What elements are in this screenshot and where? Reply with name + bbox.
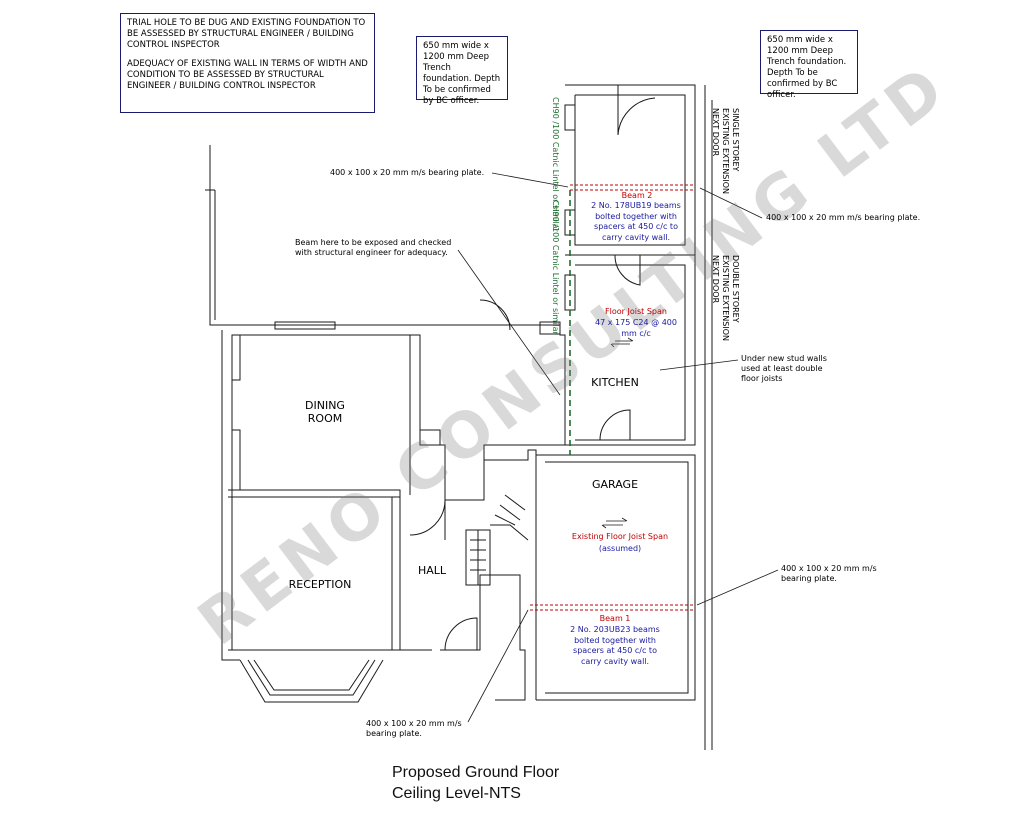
door-swing-1 xyxy=(617,85,656,136)
door-swing-3 xyxy=(599,409,631,441)
room-hall: HALL xyxy=(417,564,447,577)
house-inner-wall xyxy=(221,330,241,661)
caption-line-1: Proposed Ground Floor xyxy=(392,764,560,781)
bearing-plate-label-bottom: 400 x 100 x 20 mm m/s bearing plate. xyxy=(366,719,462,738)
stud-walls-label: Under new stud walls used at least doubl… xyxy=(741,354,827,383)
neighbour-line xyxy=(704,85,713,750)
trench-note-right: 650 mm wide x 1200 mm Deep Trench founda… xyxy=(760,30,858,100)
extension-windows xyxy=(564,104,576,311)
lintel-label-1: CH90 /100 Catnic Lintel or similar xyxy=(550,97,560,232)
caption-line-2: Ceiling Level-NTS xyxy=(392,785,521,802)
room-garage: GARAGE xyxy=(591,478,639,491)
window-garage-top xyxy=(539,321,561,335)
single-storey-label: SINGLE STOREY EXISTING EXTENSION NEXT DO… xyxy=(710,108,740,198)
wall-adequacy-text: ADEQUACY OF EXISTING WALL IN TERMS OF WI… xyxy=(127,59,368,91)
existing-joist-arrow xyxy=(601,517,628,529)
lintel-label-2-text: CH90 /100 Catnic Lintel or similar xyxy=(551,200,560,335)
trial-hole-note: TRIAL HOLE TO BE DUG AND EXISTING FOUNDA… xyxy=(120,13,375,113)
hall-top-walls xyxy=(444,449,537,700)
room-reception: RECEPTION xyxy=(288,578,352,591)
bearing-plate-label-top: 400 x 100 x 20 mm m/s bearing plate. xyxy=(330,168,485,177)
leader-bearing-bottom xyxy=(467,609,529,723)
beam-1-line xyxy=(530,604,695,611)
single-storey-text: SINGLE STOREY EXISTING EXTENSION NEXT DO… xyxy=(711,108,740,194)
beam-2-text: 2 No. 178UB19 beams bolted together with… xyxy=(591,201,681,242)
drawing-caption: Proposed Ground Floor Ceiling Level-NTS xyxy=(392,762,559,804)
leader-bearing-top xyxy=(491,172,569,188)
stairs xyxy=(465,494,529,586)
dining-reception-wall xyxy=(228,489,401,498)
beam-2-title: Beam 2 xyxy=(621,191,653,200)
boundary-line-left xyxy=(205,145,228,326)
house-outer-wall xyxy=(228,324,566,651)
room-kitchen: KITCHEN xyxy=(591,376,639,389)
leader-bearing-garage xyxy=(696,569,779,606)
door-swing-5 xyxy=(444,617,478,651)
door-swing-4 xyxy=(409,499,446,536)
beam-1-title: Beam 1 xyxy=(599,614,631,623)
beam-1-text: 2 No. 203UB23 beams bolted together with… xyxy=(570,625,660,666)
existing-joist-text: (assumed) xyxy=(598,544,642,553)
leader-beam-exposed xyxy=(457,249,561,396)
lintel-label-2: CH90 /100 Catnic Lintel or similar xyxy=(550,200,560,335)
double-storey-text: DOUBLE STOREY EXISTING EXTENSION NEXT DO… xyxy=(711,255,740,341)
existing-joist-title: Existing Floor Joist Span xyxy=(571,532,669,541)
floor-joist-title: Floor Joist Span xyxy=(605,307,667,316)
leader-bearing-right xyxy=(699,187,763,219)
double-storey-label: DOUBLE STOREY EXISTING EXTENSION NEXT DO… xyxy=(710,255,740,345)
garage-door xyxy=(560,692,670,701)
hall-walls xyxy=(399,497,526,701)
bearing-plate-label-garage: 400 x 100 x 20 mm m/s bearing plate. xyxy=(781,564,877,583)
trial-hole-text: TRIAL HOLE TO BE DUG AND EXISTING FOUNDA… xyxy=(127,18,366,50)
door-swing-2 xyxy=(614,254,641,286)
trench-note-left: 650 mm wide x 1200 mm Deep Trench founda… xyxy=(416,36,508,106)
kitchen-walls xyxy=(565,84,696,446)
floor-joist-text: 47 x 175 C24 @ 400 mm c/c xyxy=(595,318,677,338)
joist-arrow xyxy=(610,337,634,348)
leader-stud-walls xyxy=(659,359,739,371)
beam-2-line xyxy=(570,184,695,191)
door-swing-6 xyxy=(479,299,511,331)
window-top xyxy=(274,321,336,330)
bearing-plate-label-right: 400 x 100 x 20 mm m/s bearing plate. xyxy=(766,213,921,222)
beam-exposed-label: Beam here to be exposed and checked with… xyxy=(295,238,452,257)
room-dining: DINING ROOM xyxy=(305,399,345,425)
reception-walls xyxy=(228,497,393,651)
dining-east-wall xyxy=(400,334,441,495)
bay-window xyxy=(239,659,384,703)
